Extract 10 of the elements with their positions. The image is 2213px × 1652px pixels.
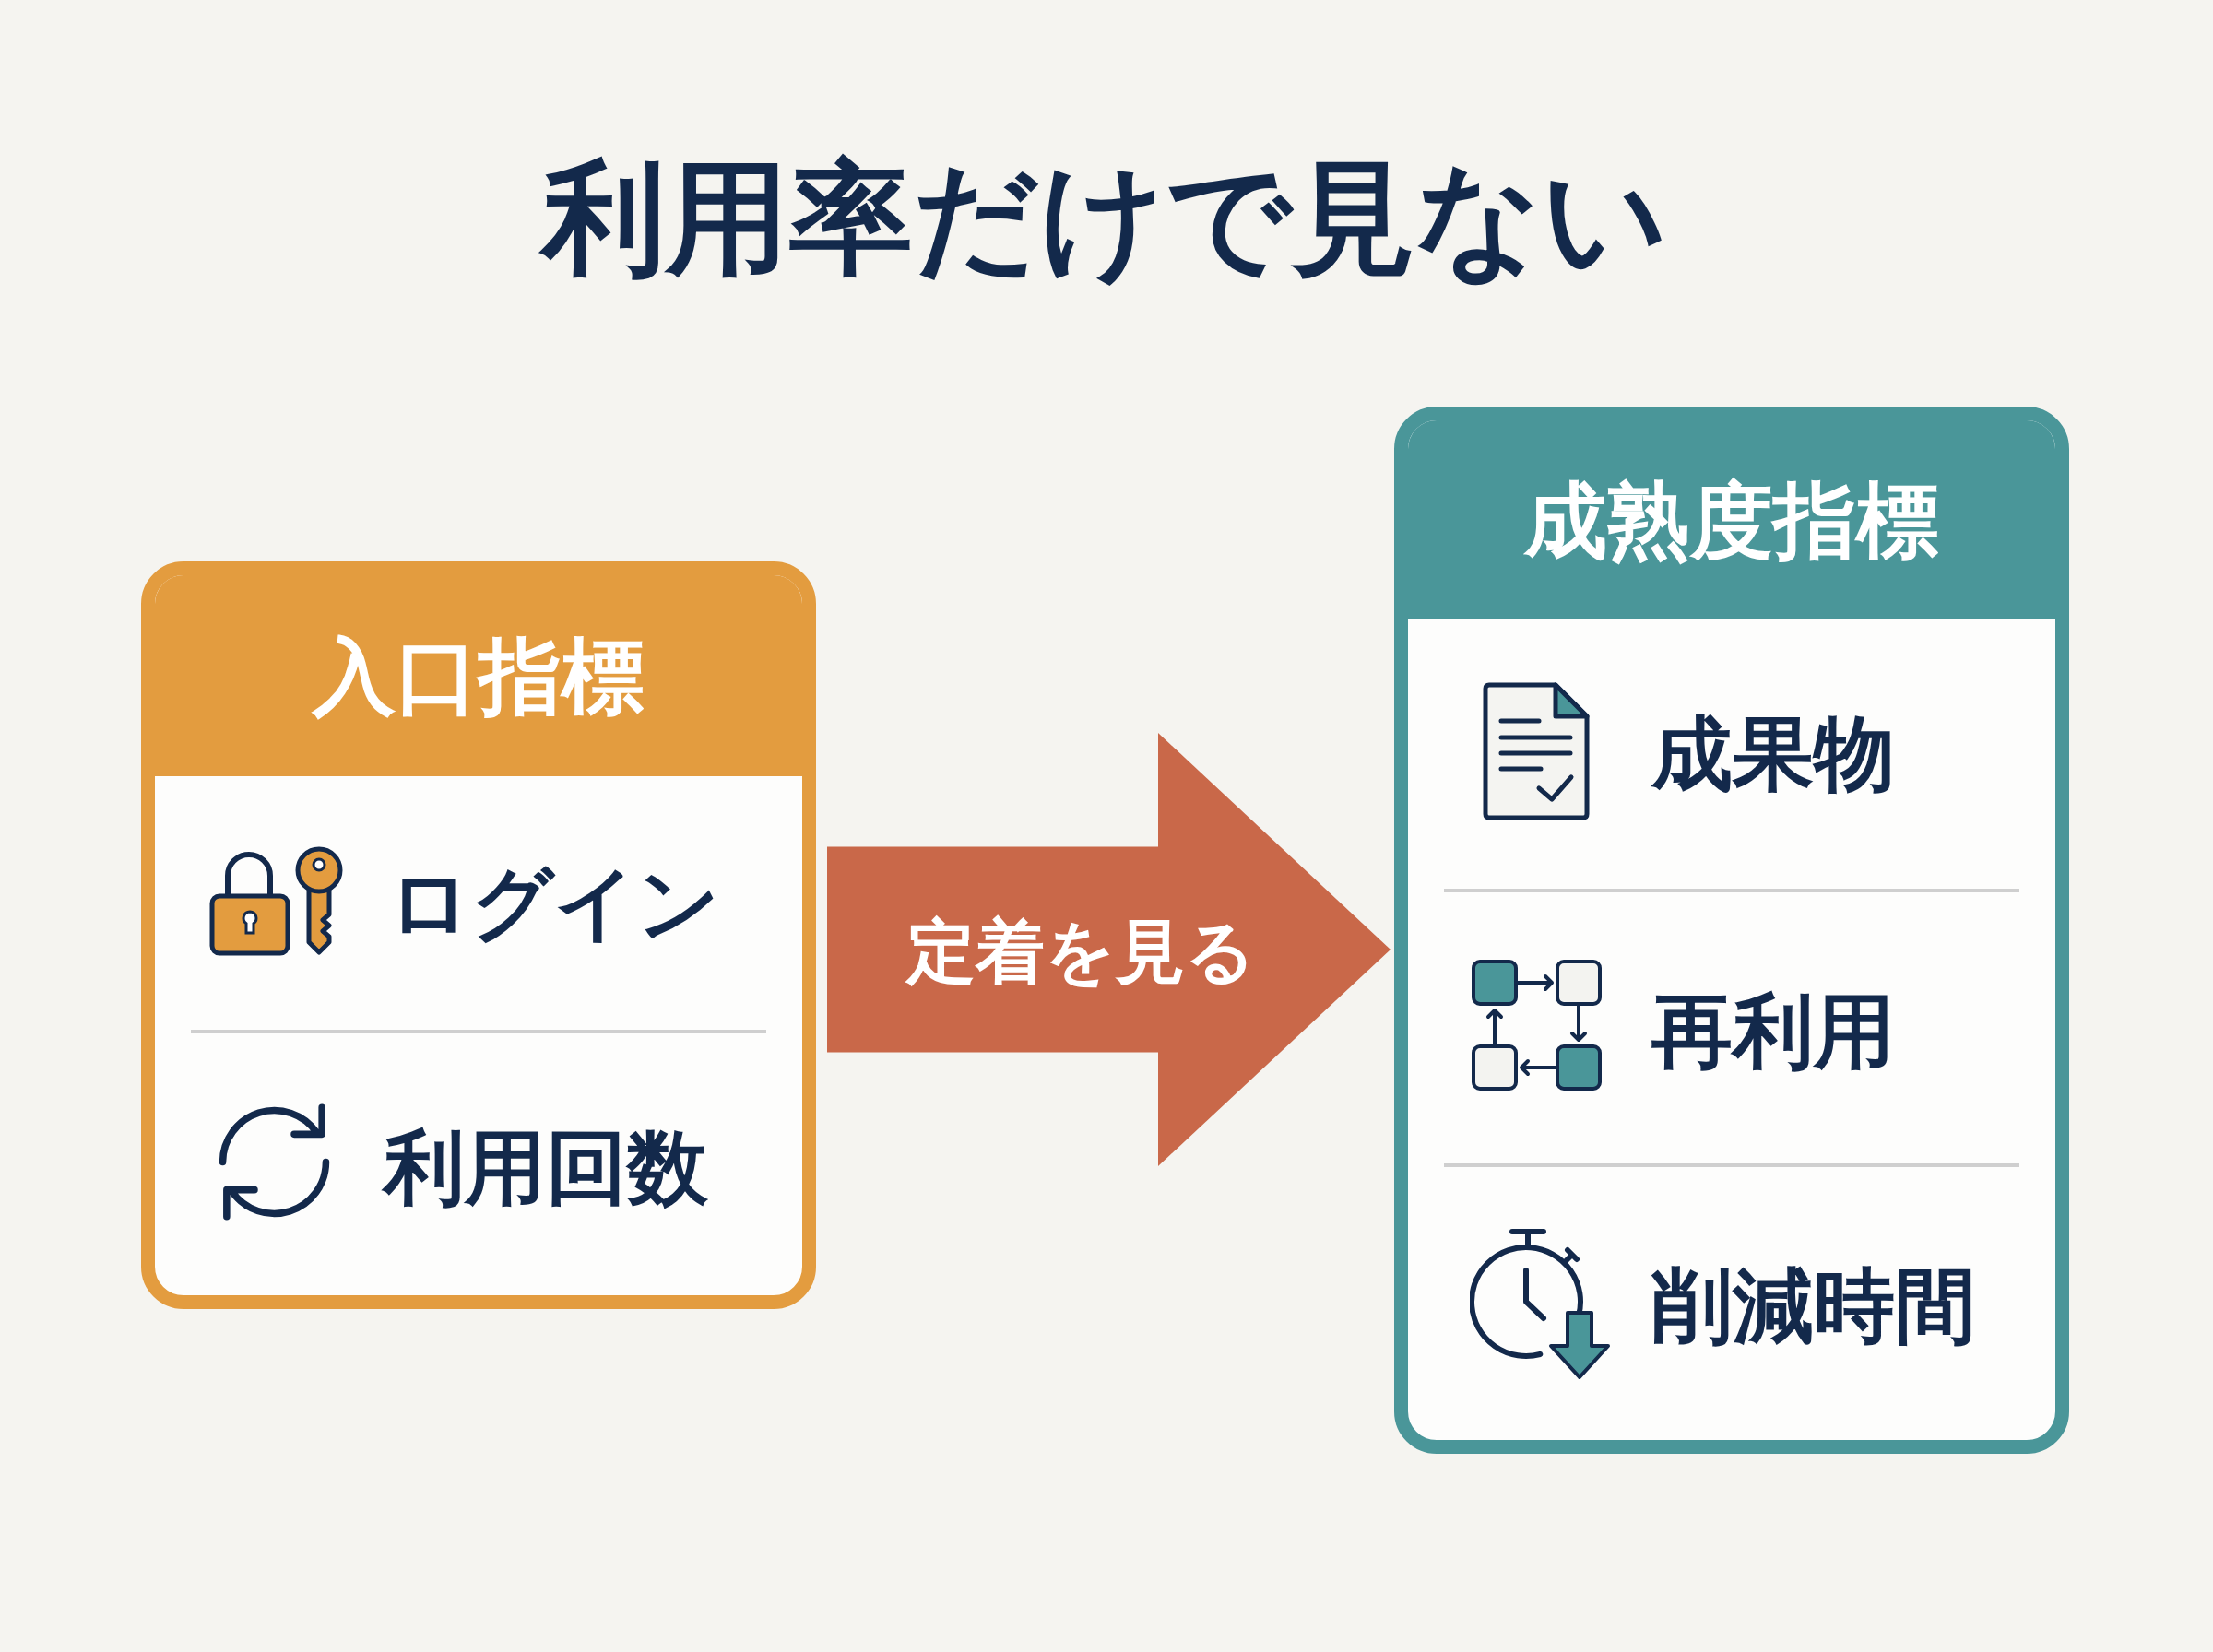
arrow: [827, 733, 1391, 1166]
panel-header: 入口指標: [155, 575, 802, 776]
item-label: ログイン: [388, 854, 720, 952]
panel: [1394, 407, 2069, 1454]
item-label: 削減時間: [1651, 1257, 1976, 1355]
edge-label: 定着を見る: [906, 910, 1256, 995]
panel: [141, 561, 816, 1309]
panel-header: 成熟度指標: [1408, 420, 2055, 620]
item-label: 再利用: [1651, 982, 1895, 1080]
item-label: 成果物: [1651, 704, 1895, 803]
